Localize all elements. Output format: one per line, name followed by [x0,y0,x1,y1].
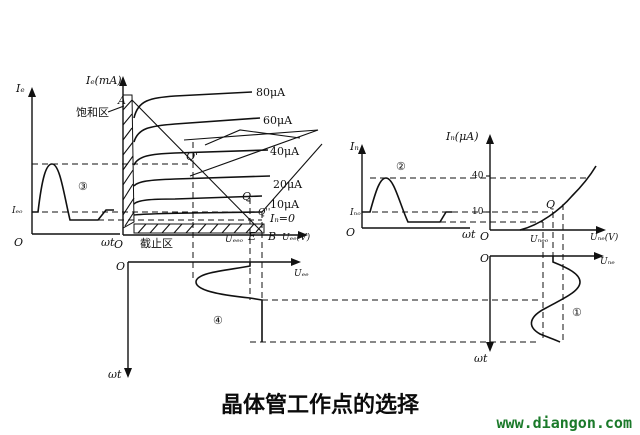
curve-10ua [133,195,263,205]
dc-load-line [131,99,263,233]
curve-label-60ua: 60μA [263,114,293,127]
ib-wave-x-label: ωt [462,228,476,241]
output-x-axis-label: Uₑₑ(V) [282,232,311,243]
ibo-label: Iₙₒ [349,208,361,218]
curve-20ua [133,175,271,187]
input-x-label: Uₙₑ(V) [590,232,619,243]
ac-load-line-bracket [204,129,301,146]
circle-2-label: ② [396,160,406,173]
uce-waveform [195,262,263,342]
diagram-caption: 晶体管工作点的选择 [221,392,420,418]
ico-label: Iₑₒ [11,206,23,216]
ac-load-line-upper [183,129,319,141]
curve-label-20ua: 20μA [273,178,303,191]
input-origin: O [480,230,489,243]
point-q1-label: Q' [186,150,198,163]
point-b-label: B [267,230,276,243]
output-y-arrow [119,76,127,86]
ac-load-line-lower [261,143,323,213]
ic-wave-y-arrow [28,87,36,97]
saturation-leader [107,105,125,113]
ube-wave-axis-label: Uₙₑ [600,257,615,267]
cutoff-region-label: 截止区 [140,236,173,250]
ube-wave-time-label: ωt [474,352,488,365]
ube-wave-time-arrow [486,342,494,352]
curve-80ua [133,91,253,119]
ib-wave-y-arrow [358,144,366,154]
curve-label-40ua: 40μA [270,145,300,158]
output-characteristics-chart: Iₑ(mA) Uₑₑ(V) O 饱和区 A [76,74,323,320]
ic-waveform [32,163,114,221]
curve-60ua [133,117,261,143]
base-current-wave-chart: Iₙ ωt O Iₙₒ ② [346,140,586,241]
ubeo-label: Uₙₑₒ [530,235,549,245]
uce-wave-time-arrow [124,368,132,378]
ube-wave-value-arrow [594,252,604,260]
curve-label-10ua: 10μA [270,198,300,211]
point-a-label: A [117,94,126,107]
circle-3-label: ③ [78,180,88,193]
point-q-label: Q [242,190,251,203]
curve-label-80ua: 80μA [256,86,286,99]
input-curve [519,165,597,231]
ic-wave-origin: O [14,236,23,249]
output-x-arrow [298,231,308,239]
input-point-q-label: Q [546,198,555,211]
tick-40: 40 [472,171,484,181]
site-watermark: www.diangon.com [497,414,632,432]
ib-wave-origin: O [346,226,355,239]
input-y-label: Iₙ(μA) [445,130,478,143]
ic-wave-x-label: ωt [101,236,115,249]
output-origin: O [114,238,123,251]
ube-waveform [530,256,581,343]
input-x-arrow [596,226,606,234]
uce-wave-axis-label: Uₑₑ [294,269,309,279]
ib-waveform [362,177,452,223]
ube-wave-chart: O Uₙₑ ωt ① [474,252,615,365]
point-e-label: E [247,230,256,243]
curve-40ua [133,149,269,166]
curve-label-ib0: Iₙ=0 [269,212,295,225]
circle-4-label: ④ [213,314,223,327]
ic-wave-y-label: Iₑ [15,82,25,95]
collector-current-wave-chart: Iₑ ωt O Iₑₒ ③ [11,82,262,249]
cutoff-region-hatch [133,223,265,234]
input-y-arrow [486,134,494,144]
output-y-axis-label: Iₑ(mA) [85,74,122,87]
circle-1-label: ① [572,306,582,319]
ube-wave-origin: O [480,252,489,265]
uce-wave-origin: O [116,260,125,273]
point-q2-label: Q'' [258,208,270,218]
uceo-label: Uₑₑₒ [225,235,244,245]
saturation-region-hatch [122,94,135,229]
uce-wave-value-arrow [291,258,301,266]
ib-wave-y-label: Iₙ [349,140,359,153]
uce-wave-time-label: ωt [108,368,122,381]
input-characteristic-chart: Iₙ(μA) Uₙₑ(V) O 40 10 Q Uₙₑₒ [445,130,619,340]
saturation-region-label: 饱和区 [76,105,109,119]
